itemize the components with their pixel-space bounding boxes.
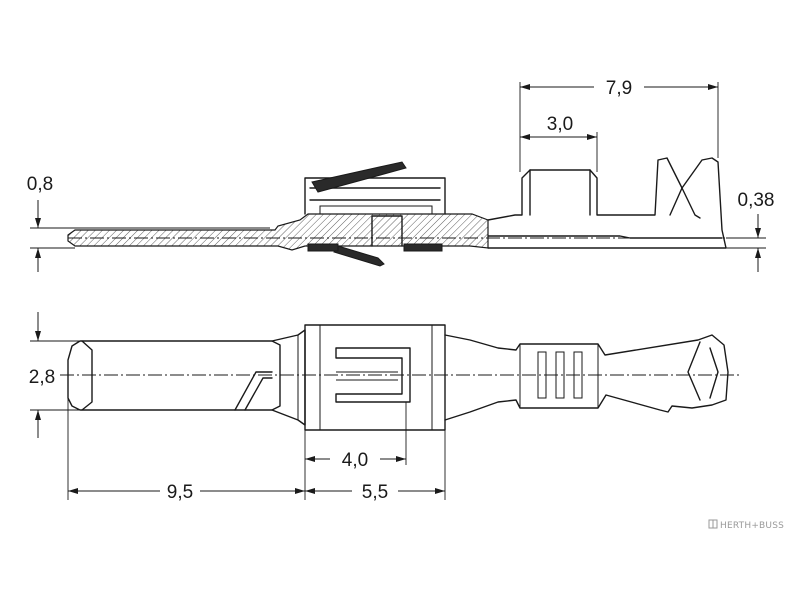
dim-label-0-8: 0,8 bbox=[27, 174, 53, 195]
dim-label-4-0: 4,0 bbox=[342, 450, 368, 471]
top-view bbox=[60, 324, 742, 431]
dim-material-thickness: 0,38 bbox=[726, 190, 774, 272]
watermark-text: HERTH+BUSS bbox=[720, 521, 784, 531]
dim-blade-thickness: 0,8 bbox=[27, 174, 270, 272]
dim-insertion-length: 4,0 bbox=[304, 402, 407, 500]
side-crimp-section bbox=[487, 157, 727, 249]
dim-label-3-0: 3,0 bbox=[547, 114, 573, 135]
herth-buss-watermark: HERTH+BUSS bbox=[708, 519, 784, 531]
side-lance-upper bbox=[311, 161, 407, 193]
top-spring-slot bbox=[335, 347, 411, 403]
dim-pin-length: 9,5 bbox=[67, 398, 305, 503]
dim-label-9-5: 9,5 bbox=[167, 482, 193, 503]
top-pin-blade bbox=[67, 340, 281, 411]
dim-label-0-38: 0,38 bbox=[738, 190, 775, 211]
side-lance-lower bbox=[333, 245, 385, 267]
dim-pin-width: 2,8 bbox=[29, 312, 80, 438]
dim-crimp-wing-width: 3,0 bbox=[520, 114, 598, 172]
side-contact-body bbox=[304, 177, 446, 215]
dim-label-2-8: 2,8 bbox=[29, 367, 55, 388]
dim-overall-crimp-length: 7,9 bbox=[519, 78, 719, 172]
dim-label-7-9: 7,9 bbox=[606, 78, 632, 99]
dim-body-length: 5,5 bbox=[305, 430, 446, 503]
side-view bbox=[67, 157, 742, 267]
dim-label-5-5: 5,5 bbox=[362, 482, 388, 503]
top-contact-body bbox=[304, 324, 446, 431]
